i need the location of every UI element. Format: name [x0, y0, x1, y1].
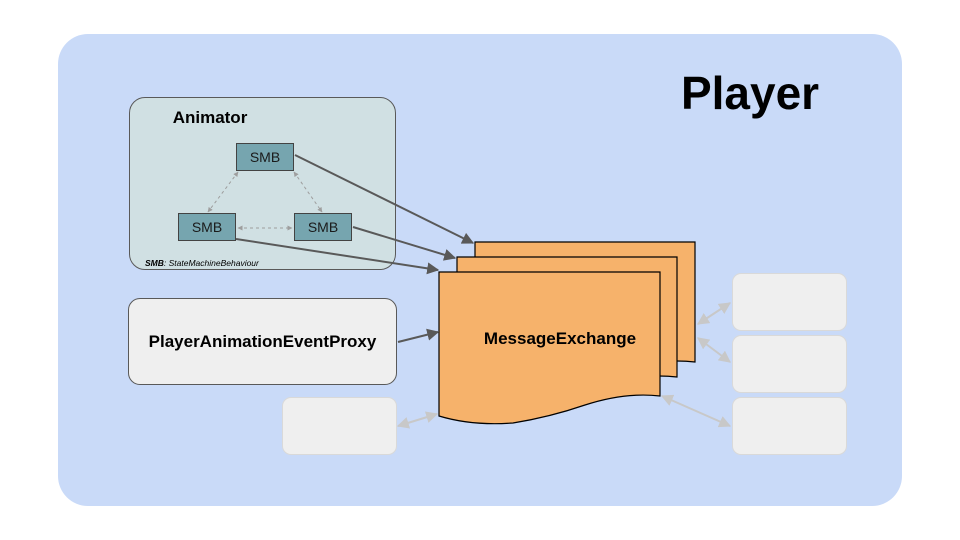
- animator-title: Animator: [172, 108, 248, 127]
- ghost-box-right-middle: [732, 335, 847, 393]
- arrow-proxy-to-exchange: [397, 328, 440, 343]
- faint-arrow-right-top: [696, 302, 732, 325]
- player-title: Player: [680, 67, 820, 119]
- faint-arrow-right-middle: [697, 337, 731, 363]
- message-exchange-page-front: [438, 271, 661, 425]
- faint-arrow-left-ghost: [396, 411, 439, 429]
- smb-transition-top-right: [293, 171, 323, 213]
- message-exchange-label: MessageExchange: [483, 329, 637, 348]
- animation-event-proxy-box: PlayerAnimationEventProxy: [128, 298, 397, 385]
- ghost-box-right-top: [732, 273, 847, 331]
- arrow-smb-top-to-exchange: [294, 154, 475, 244]
- smb-transition-top-left: [207, 171, 239, 213]
- arrow-smb-right-to-exchange: [352, 226, 457, 261]
- message-exchange-stack: [438, 241, 696, 425]
- ghost-box-left: [282, 397, 397, 455]
- smb-legend-text: : StateMachineBehaviour: [163, 258, 259, 268]
- ghost-box-right-bottom: [732, 397, 847, 455]
- smb-legend-abbr: SMB: [145, 258, 164, 268]
- smb-node-left: SMB: [178, 213, 236, 241]
- smb-legend-note: SMB: StateMachineBehaviour: [145, 258, 259, 268]
- arrow-smb-left-to-exchange: [235, 238, 440, 275]
- smb-node-top: SMB: [236, 143, 294, 171]
- proxy-label: PlayerAnimationEventProxy: [148, 331, 377, 351]
- smb-node-right: SMB: [294, 213, 352, 241]
- faint-arrow-right-bottom: [660, 394, 732, 428]
